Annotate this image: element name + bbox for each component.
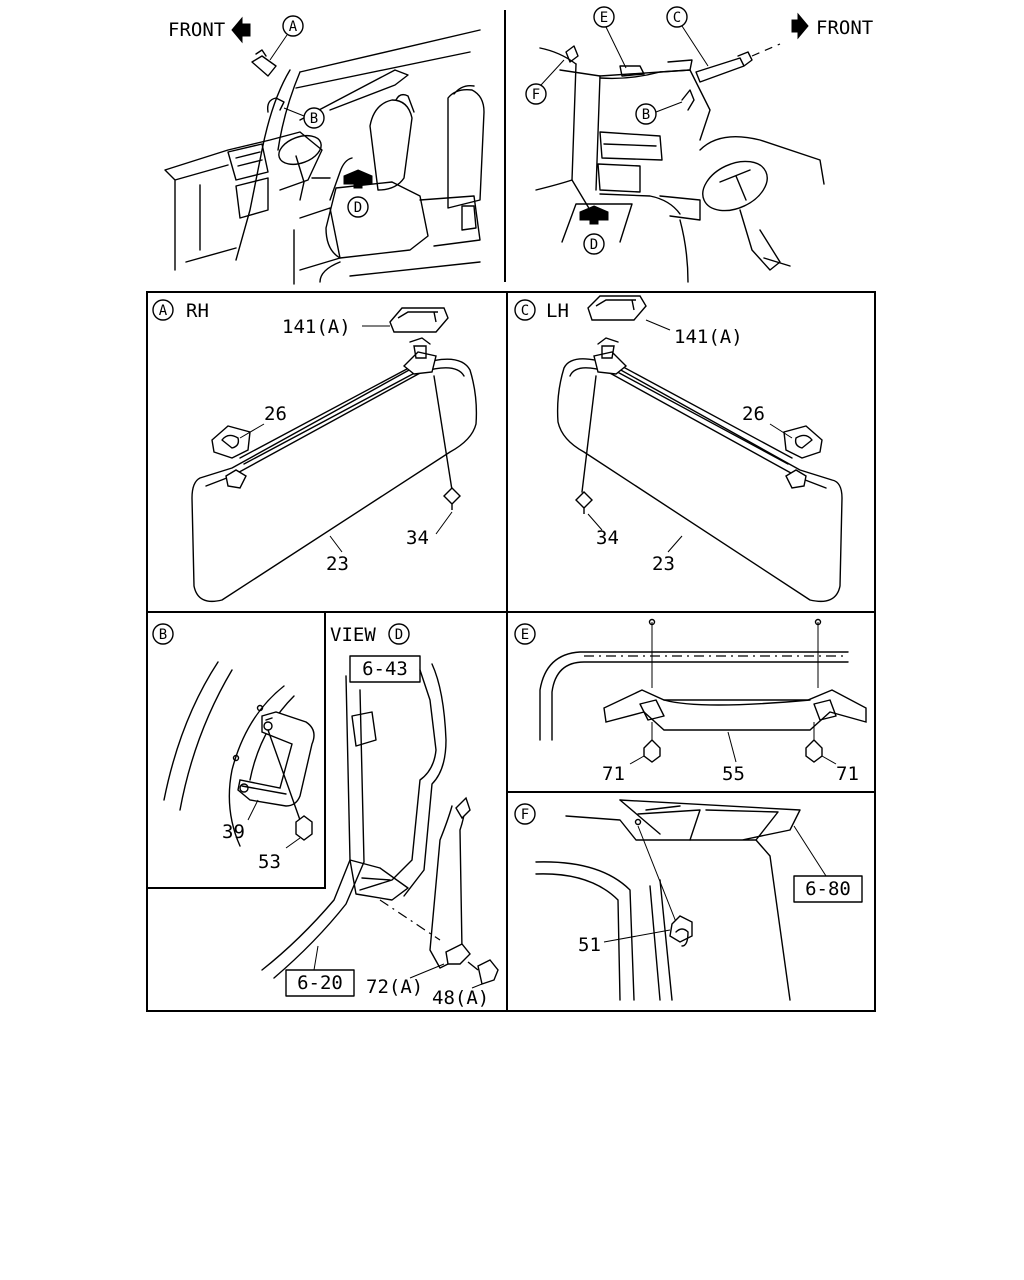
panel-a-part-23: 23 <box>326 553 349 575</box>
ref-box-6-43 <box>349 655 421 683</box>
callout-b-left: B <box>310 111 318 127</box>
panel-c-part-141a: 141(A) <box>674 326 743 348</box>
panel-b-part-39: 39 <box>222 821 245 843</box>
panel-a-rh-visor: A RH 141(A) 26 34 23 <box>152 299 478 603</box>
panel-b-letter: B <box>159 627 167 643</box>
callout-a-top: A <box>289 19 298 35</box>
panel-a-letter: A <box>159 303 168 319</box>
view-d-ref-6-20: 6-20 <box>297 972 343 994</box>
panel-c-part-34: 34 <box>596 527 619 549</box>
panel-c-lh-visor: C LH 141(A) 26 34 23 <box>514 295 843 603</box>
overview-lh-cab: FRONT E C F B <box>525 6 873 283</box>
view-d-title: VIEW <box>330 624 376 646</box>
view-d-letter: D <box>395 627 403 643</box>
front-arrow-left-icon <box>231 16 251 44</box>
panel-c-letter: C <box>521 303 529 319</box>
panel-a-part-34: 34 <box>406 527 429 549</box>
panel-f-part-51: 51 <box>578 934 601 956</box>
callout-b-right: B <box>642 107 650 123</box>
view-d-part-72a: 72(A) <box>366 976 423 998</box>
panel-a-part-26: 26 <box>264 403 287 425</box>
ref-box-6-80 <box>793 875 863 903</box>
panel-e-part-71-left: 71 <box>602 763 625 785</box>
view-d-arrow-icon-right <box>579 205 609 225</box>
detail-grid-frame <box>146 291 876 1012</box>
panel-f-pillar-grip: F 6-80 51 <box>514 799 863 1001</box>
front-label-right: FRONT <box>816 17 873 39</box>
panel-a-title: RH <box>186 300 209 322</box>
panel-view-d: VIEW D 6-43 6-20 72(A) 48(A) <box>261 623 499 1009</box>
panel-e-part-55: 55 <box>722 763 745 785</box>
front-arrow-right-icon <box>791 12 809 40</box>
callout-d-right: D <box>590 237 598 253</box>
view-d-ref-6-43: 6-43 <box>362 658 408 680</box>
view-d-part-48a: 48(A) <box>432 987 489 1009</box>
panel-e-roof-grip: E 71 55 71 <box>514 618 867 785</box>
panel-b-assist-grip: B 39 53 <box>152 623 315 873</box>
panel-e-part-71-right: 71 <box>836 763 859 785</box>
panel-f-letter: F <box>521 807 529 823</box>
panel-c-title: LH <box>546 300 569 322</box>
callout-e-top: E <box>600 10 608 26</box>
overview-rh-cab: FRONT A B D <box>164 15 485 285</box>
panel-b-part-53: 53 <box>258 851 281 873</box>
panel-e-letter: E <box>521 627 529 643</box>
panel-c-part-23: 23 <box>652 553 675 575</box>
callout-f-top: F <box>532 87 540 103</box>
panel-c-part-26: 26 <box>742 403 765 425</box>
panel-f-ref-6-80: 6-80 <box>805 878 851 900</box>
callout-c-top: C <box>673 10 681 26</box>
panel-a-part-141a: 141(A) <box>282 316 351 338</box>
view-d-arrow-icon-left <box>343 169 373 189</box>
callout-circle-a <box>282 15 304 37</box>
callout-d-left: D <box>354 200 362 216</box>
ref-box-6-20 <box>285 969 355 997</box>
front-label-left: FRONT <box>168 19 225 41</box>
